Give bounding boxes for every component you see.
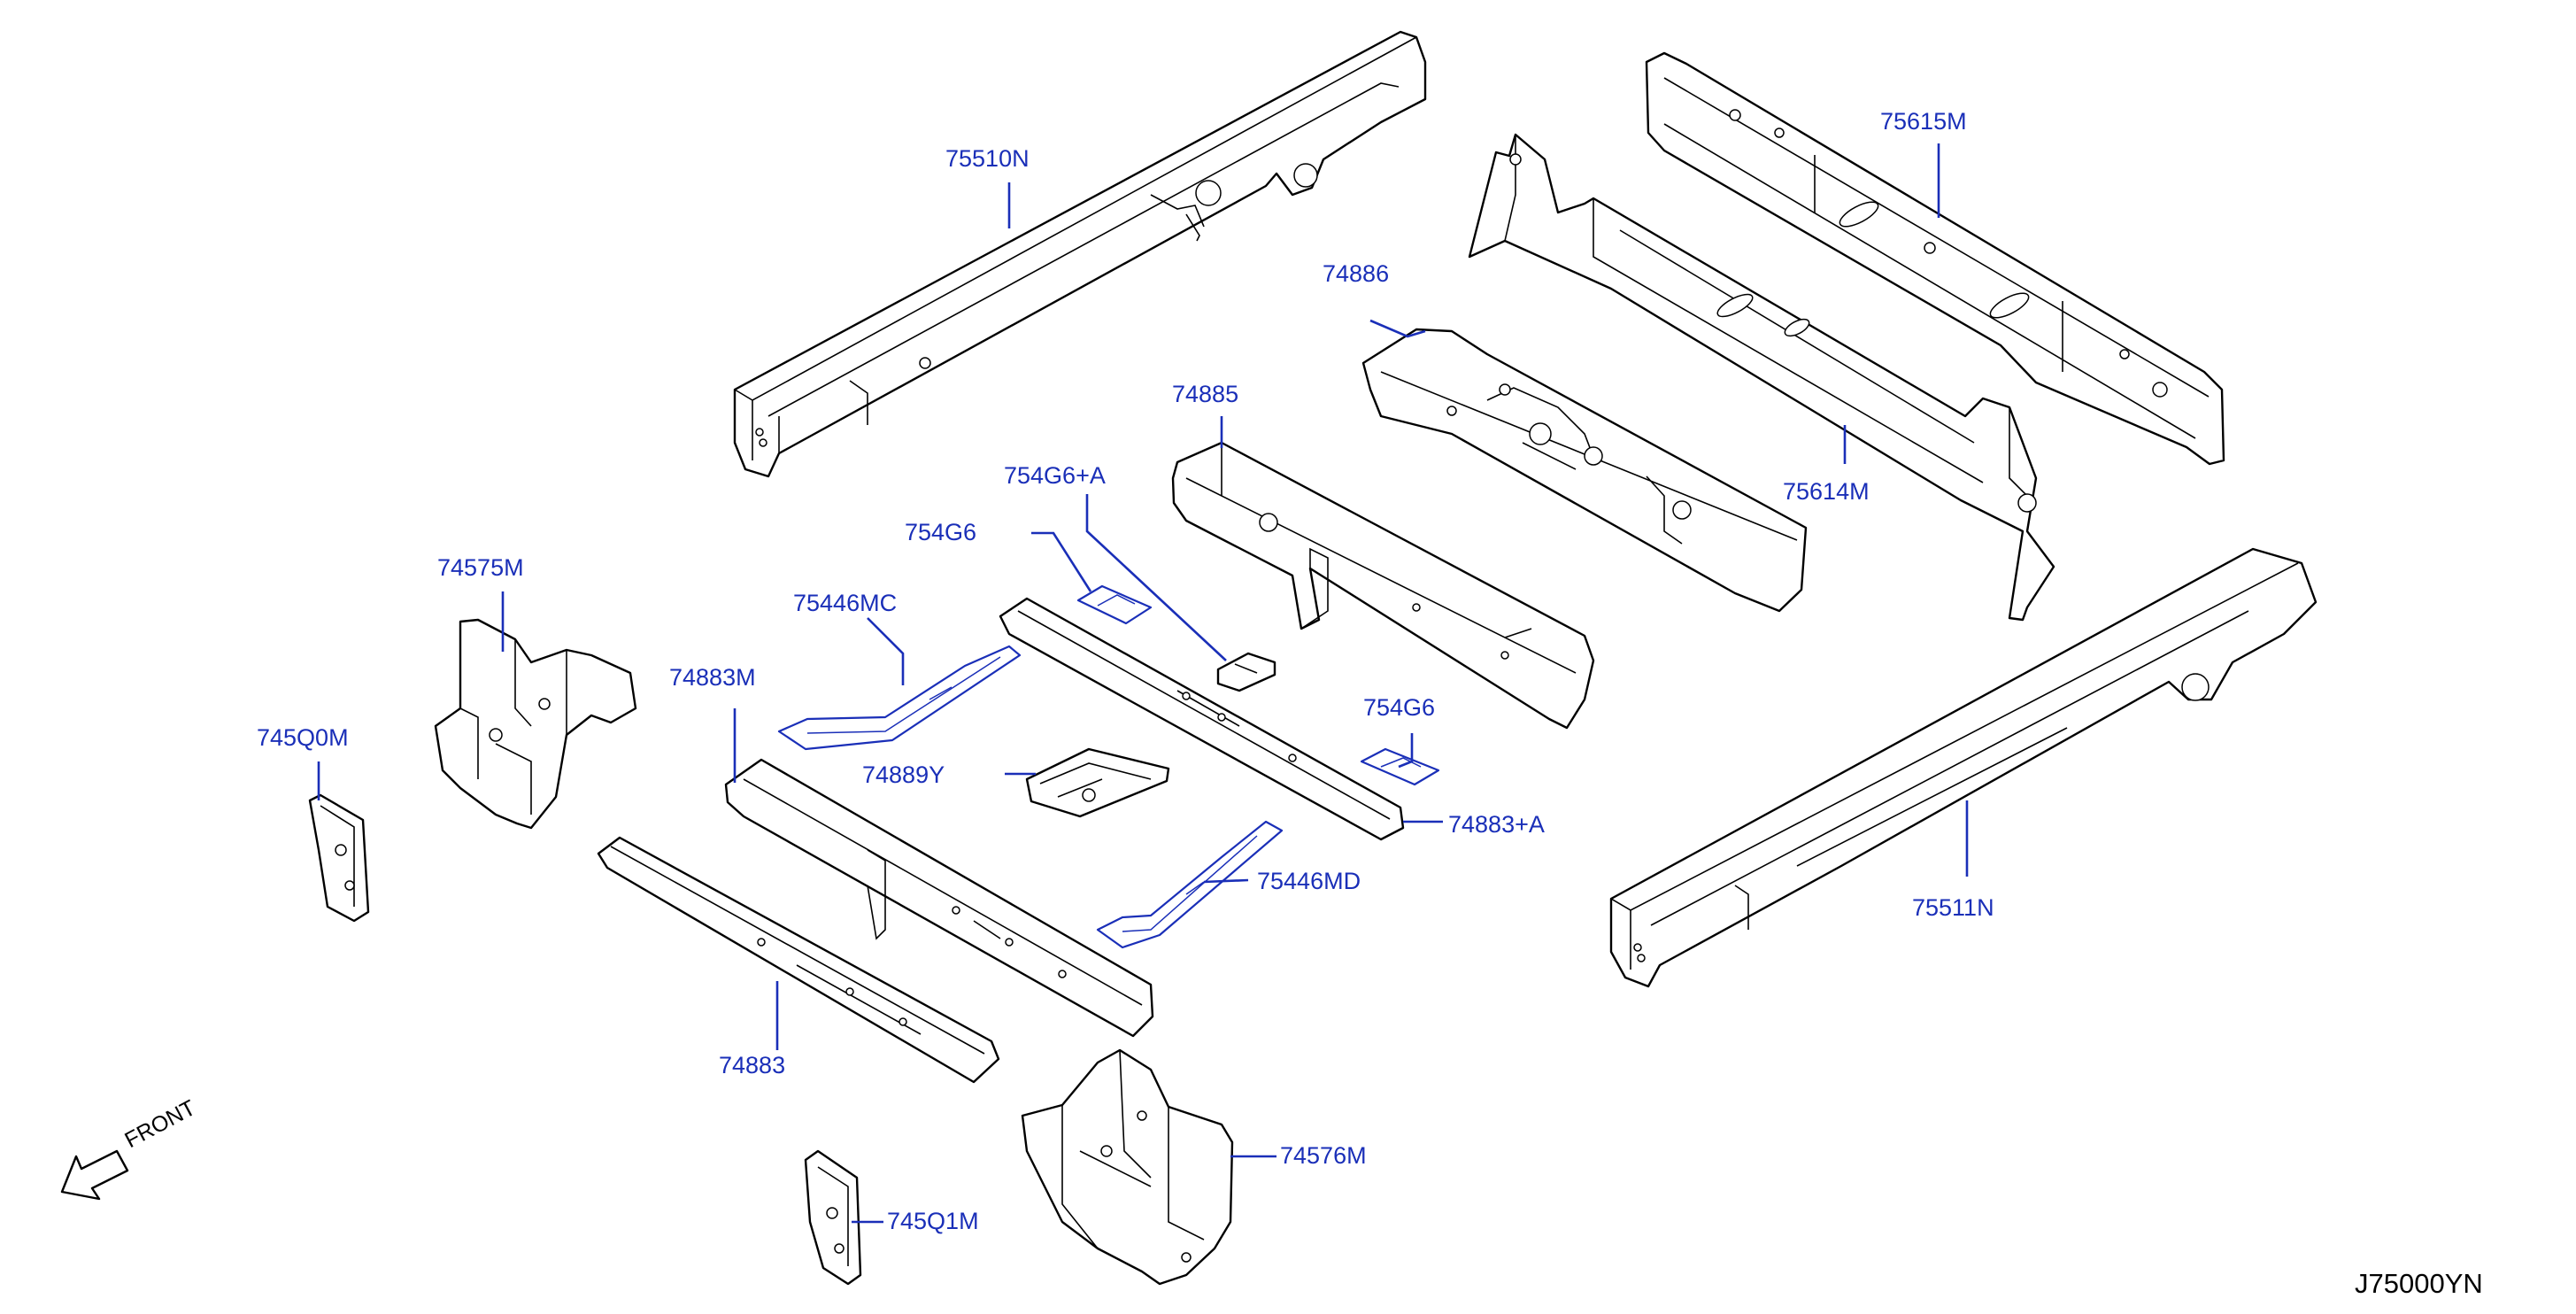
part-754g6-upper <box>1076 584 1153 625</box>
leader-754g6-lower <box>1398 733 1414 769</box>
leader-75446mc <box>867 617 905 685</box>
part-74886 <box>1361 328 1808 613</box>
part-74575m <box>434 618 637 830</box>
part-75510n <box>733 30 1427 478</box>
callout-745q1m[interactable]: 745Q1M <box>887 1208 979 1234</box>
part-74885 <box>1171 441 1595 730</box>
callout-74886[interactable]: 74886 <box>1323 260 1390 287</box>
callout-74576m[interactable]: 74576M <box>1280 1142 1367 1169</box>
callout-75446mc[interactable]: 75446MC <box>793 590 898 616</box>
callout-74885[interactable]: 74885 <box>1172 381 1239 407</box>
part-75615m <box>1645 51 2225 466</box>
part-74883 <box>597 836 1000 1084</box>
part-75446md <box>1096 820 1284 949</box>
callout-754g6-upper[interactable]: 754G6 <box>905 519 977 545</box>
callout-75511n[interactable]: 75511N <box>1912 894 1994 921</box>
part-745q1m <box>804 1149 862 1286</box>
callout-754g6-a[interactable]: 754G6+A <box>1004 462 1106 489</box>
callout-75510n[interactable]: 75510N <box>945 145 1030 172</box>
part-754g6-a <box>1216 652 1276 692</box>
callout-74883-a[interactable]: 74883+A <box>1448 811 1545 838</box>
callout-745q0m[interactable]: 745Q0M <box>257 724 349 751</box>
callout-754g6-lower[interactable]: 754G6 <box>1363 694 1436 721</box>
callout-74889y[interactable]: 74889Y <box>862 761 945 788</box>
part-75446mc <box>777 645 1022 751</box>
callout-75446md[interactable]: 75446MD <box>1257 868 1361 894</box>
part-74883m <box>724 758 1154 1038</box>
leader-74886 <box>1369 319 1426 338</box>
part-74883-a <box>999 597 1405 841</box>
leader-lines <box>317 143 1969 1224</box>
part-745q0m <box>308 793 370 923</box>
leader-754g6-upper <box>1031 531 1092 592</box>
front-arrow-icon <box>60 1149 129 1201</box>
callout-74575m[interactable]: 74575M <box>437 554 524 581</box>
leader-75446md <box>1203 878 1249 884</box>
part-74889y <box>1025 747 1170 818</box>
callout-74883m[interactable]: 74883M <box>669 664 756 691</box>
callout-75614m[interactable]: 75614M <box>1783 478 1870 505</box>
leader-754g6-a <box>1085 494 1227 661</box>
callout-75615m[interactable]: 75615M <box>1880 108 1967 135</box>
callout-74883[interactable]: 74883 <box>719 1052 786 1078</box>
part-74576m <box>1021 1048 1234 1286</box>
diagram-code: J75000YN <box>2355 1268 2483 1299</box>
part-75511n <box>1609 547 2318 988</box>
part-75614m <box>1468 133 2055 622</box>
